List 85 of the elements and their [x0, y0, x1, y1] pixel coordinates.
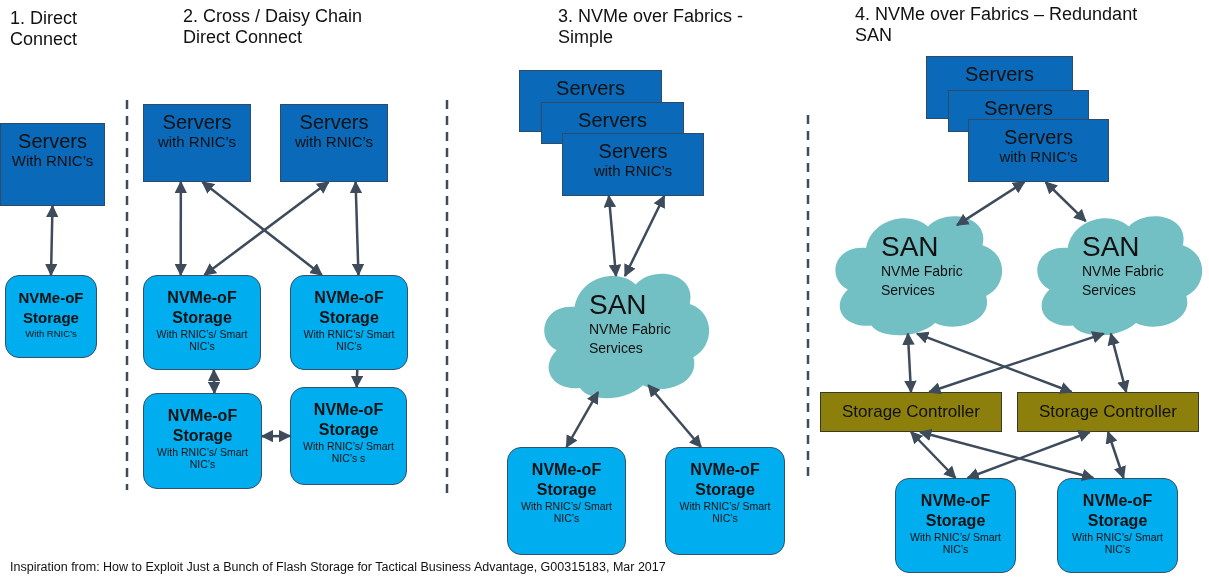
- double-arrow: [902, 332, 917, 394]
- double-arrow: [565, 391, 600, 449]
- box-subtitle: with RNIC’s: [593, 162, 673, 179]
- controller-box: [1017, 392, 1199, 432]
- server-box: [948, 90, 1089, 119]
- box-subtitle: With RNIC’s/ Smart NIC’s: [155, 328, 249, 352]
- box-title: Storage Controller: [842, 402, 980, 422]
- storage-box: [290, 387, 407, 485]
- box-title: NVMe-oF Storage: [1081, 491, 1154, 531]
- box-subtitle: with RNIC’s: [157, 133, 237, 150]
- server-box: [143, 104, 251, 182]
- double-arrow: [647, 384, 702, 448]
- box-title: Servers: [299, 111, 369, 133]
- box-title: NVMe-oF Storage: [530, 460, 603, 500]
- cloud-subtitle: NVMe Fabric Services: [881, 262, 964, 300]
- server-box: [968, 119, 1109, 182]
- box-subtitle: With RNIC’s: [25, 328, 77, 340]
- storage-box: [895, 478, 1016, 573]
- box-subtitle: With RNIC’s/ Smart NIC’s s: [302, 440, 395, 464]
- section-heading: 1. Direct Connect: [10, 8, 79, 50]
- controller-box: [820, 392, 1002, 432]
- box-title: Servers: [556, 77, 625, 99]
- double-arrow: [603, 194, 622, 278]
- section-heading: 4. NVMe over Fabrics – Redundant SAN: [855, 4, 1139, 46]
- box-title: Servers: [1004, 126, 1073, 148]
- storage-box: [5, 275, 97, 358]
- double-arrow: [260, 429, 292, 443]
- server-box: [562, 133, 704, 196]
- cloud-title: SAN: [881, 232, 939, 262]
- server-box: [280, 104, 388, 182]
- box-title: NVMe-oF Storage: [166, 406, 239, 446]
- cloud-subtitle: NVMe Fabric Services: [589, 320, 672, 358]
- box-title: Servers: [578, 109, 647, 131]
- server-box: [926, 56, 1073, 90]
- section-heading: 3. NVMe over Fabrics - Simple: [558, 6, 745, 48]
- double-arrow: [1107, 332, 1130, 394]
- double-arrow: [207, 368, 221, 395]
- storage-box: [143, 393, 262, 489]
- double-arrow: [966, 430, 1091, 480]
- double-arrow: [910, 431, 957, 479]
- server-box: [519, 70, 662, 102]
- storage-box: [665, 447, 785, 555]
- double-arrow: [174, 180, 188, 277]
- box-title: Storage Controller: [1039, 402, 1177, 422]
- box-title: Servers: [18, 130, 87, 152]
- source-note: Inspiration from: How to Exploit Just a Bunch of Flash Storage for Tactical Business Advantage, G00315183, Mar 2017: [10, 560, 666, 574]
- box-subtitle: With RNIC’s/ Smart NIC’s: [1071, 531, 1164, 555]
- arrow: [350, 369, 364, 389]
- box-subtitle: With RNIC’s/ Smart NIC’s: [909, 531, 1002, 555]
- storage-box: [290, 275, 408, 370]
- double-arrow: [1044, 181, 1087, 222]
- box-subtitle: With RNIC’s/ Smart NIC’s: [520, 500, 613, 524]
- double-arrow: [956, 180, 1026, 227]
- box-title: Servers: [984, 97, 1053, 119]
- box-title: NVMe-oF Storage: [919, 491, 992, 531]
- double-arrow: [928, 331, 1105, 395]
- box-title: Servers: [965, 63, 1034, 85]
- double-arrow: [918, 428, 1095, 482]
- cloud-title: SAN: [1082, 232, 1140, 262]
- box-subtitle: with RNIC’s: [294, 133, 374, 150]
- storage-box: [1057, 478, 1178, 573]
- server-box: [0, 123, 105, 206]
- double-arrow: [1105, 430, 1126, 480]
- box-title: NVMe-oF Storage: [166, 288, 238, 328]
- box-title: NVMe-oF Storage: [312, 400, 385, 440]
- box-subtitle: With RNIC’s/ Smart NIC’s: [302, 328, 396, 352]
- box-title: Servers: [598, 140, 668, 162]
- box-subtitle: With RNIC’s/ Smart NIC’s: [678, 500, 772, 524]
- box-title: Servers: [162, 111, 232, 133]
- box-subtitle: With RNIC’s/ Smart NIC’s: [156, 446, 249, 470]
- section-heading: 2. Cross / Daisy Chain Direct Connect: [183, 6, 364, 48]
- storage-box: [143, 275, 261, 370]
- double-arrow: [623, 194, 666, 278]
- double-arrow: [45, 204, 59, 277]
- double-arrow: [349, 180, 365, 277]
- cloud-subtitle: NVMe Fabric Services: [1082, 262, 1165, 300]
- box-subtitle: With RNIC’s: [11, 152, 94, 169]
- storage-box: [507, 447, 626, 555]
- server-box: [541, 102, 684, 133]
- double-arrow: [915, 331, 1073, 394]
- box-title: NVMe-oF Storage: [689, 460, 761, 500]
- box-title: NVMe-oF Storage: [17, 288, 85, 328]
- cloud-title: SAN: [589, 290, 647, 320]
- box-subtitle: with RNIC’s: [999, 148, 1078, 165]
- box-title: NVMe-oF Storage: [313, 288, 385, 328]
